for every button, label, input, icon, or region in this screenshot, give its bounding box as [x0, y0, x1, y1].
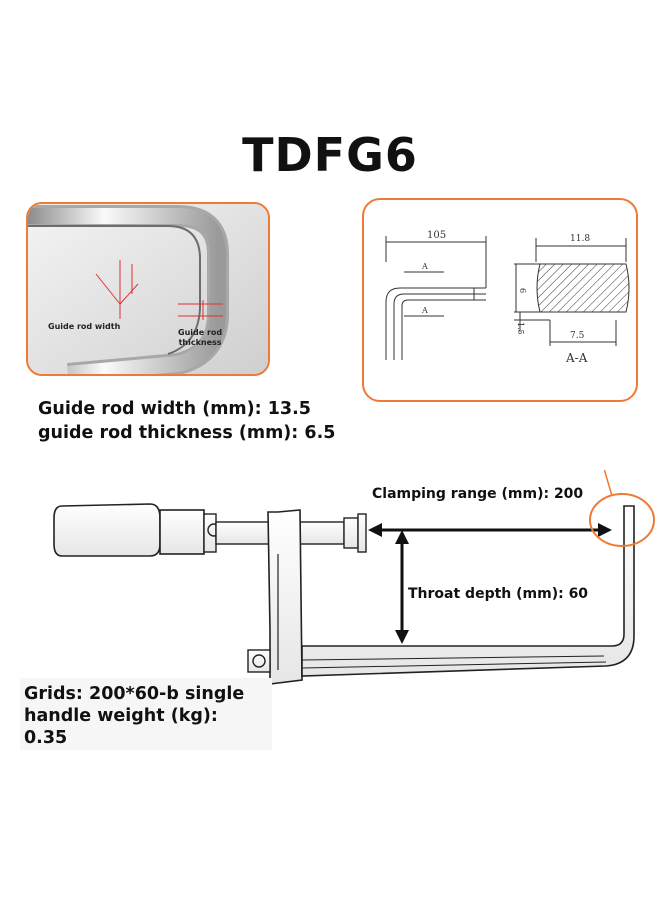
clamping-range-label: Clamping range (mm): 200	[372, 486, 584, 502]
dim-width-text: 11.8	[570, 234, 590, 244]
sliding-arm	[267, 509, 303, 685]
dim-height-text: 6	[518, 288, 527, 293]
guide-rod-photo: Guide rod width Guide rod thickness	[26, 202, 270, 376]
cross-section-shape	[514, 238, 630, 346]
callout-line	[603, 470, 613, 497]
jaw-pad	[357, 513, 367, 553]
cross-section-svg: 105 A A 11.8 6 7.5 1.5 A-A	[385, 230, 630, 365]
handle	[53, 503, 161, 557]
clamp-illustration	[53, 470, 655, 685]
guide-rod-width-label: Guide rod width	[48, 322, 121, 331]
guide-rod-thickness-label-line2: thickness	[178, 338, 222, 347]
dim-lip-text: 1.5	[516, 322, 525, 335]
rod-specs: Guide rod width (mm): 13.5 guide rod thi…	[38, 397, 335, 445]
product-title: TDFG6	[242, 128, 418, 182]
guide-rod-thickness-label: Guide rod thickness	[178, 328, 222, 348]
dim-bottom-text: 7.5	[570, 331, 585, 341]
callout-circle	[589, 493, 655, 547]
grids-line-1: Grids: 200*60-b single	[24, 684, 245, 704]
grids-line-2: handle weight (kg):	[24, 706, 218, 726]
section-mark-top: A	[421, 262, 428, 271]
grids-background	[20, 678, 272, 750]
guide-rod-thickness-label-line1: Guide rod	[178, 328, 223, 337]
section-label: A-A	[565, 351, 588, 365]
handle-collar	[159, 509, 205, 555]
grids-spec: Grids: 200*60-b single handle weight (kg…	[24, 683, 274, 749]
cross-section-drawing: 105 A A 11.8 6 7.5 1.5 A-A	[362, 198, 638, 402]
guide-rod-photo-illustration	[28, 204, 268, 374]
rod-width-spec: Guide rod width (mm): 13.5	[38, 399, 311, 419]
guide-rail	[301, 505, 635, 677]
dim-length-text: 105	[427, 230, 446, 241]
side-view-drawing	[385, 236, 487, 360]
section-mark-bottom: A	[421, 306, 428, 315]
throat-depth-label: Throat depth (mm): 60	[408, 586, 589, 602]
grids-line-3: 0.35	[24, 728, 68, 748]
rod-thickness-spec: guide rod thickness (mm): 6.5	[38, 423, 336, 443]
